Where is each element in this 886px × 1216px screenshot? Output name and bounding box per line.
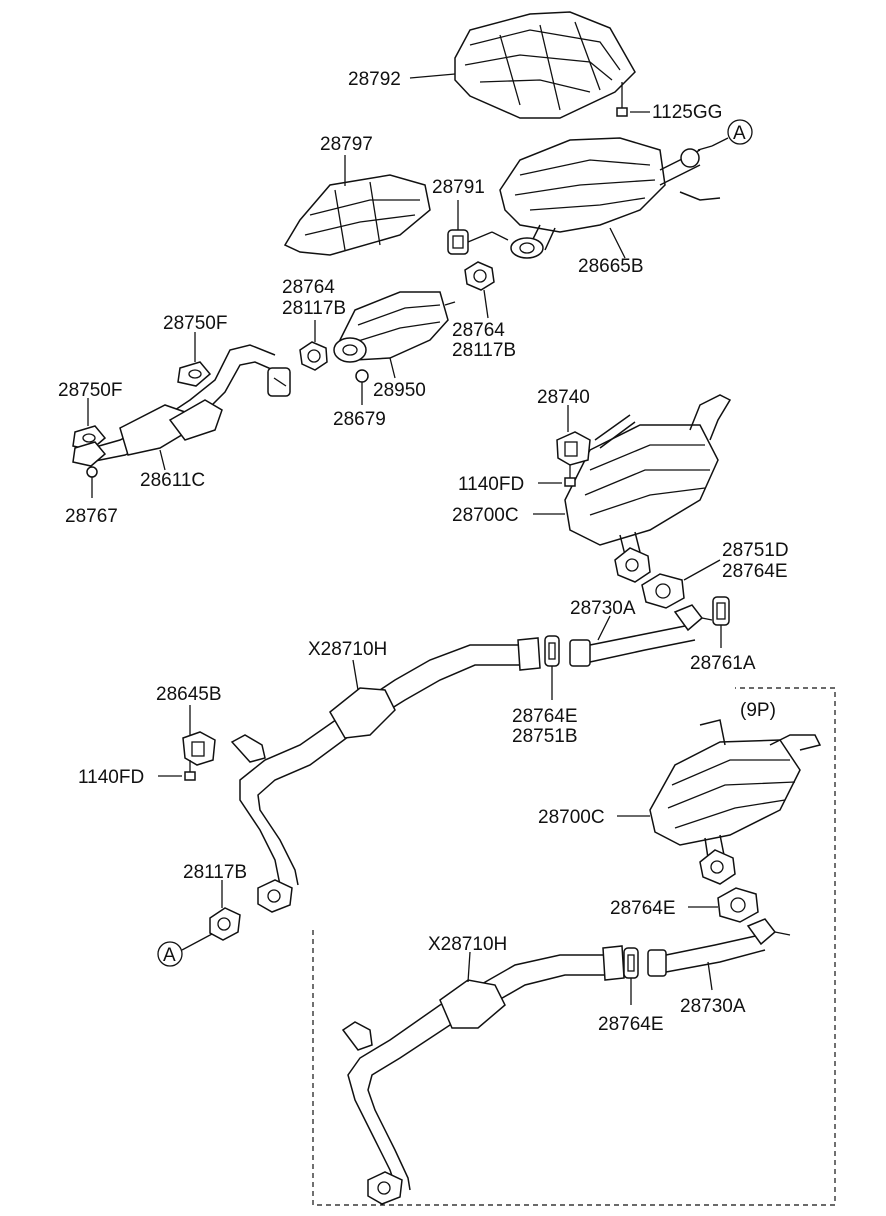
nut-28679 [355,369,369,383]
gasket-28764-right [464,261,495,291]
label-28730a-upper: 28730A [570,598,636,619]
label-28791: 28791 [432,177,485,198]
label-variant-9p: (9P) [740,700,776,721]
leader-28665b [609,227,626,259]
ref-a-bottom-letter: A [163,945,176,966]
label-1140fd-lower: 1140FD [78,767,144,788]
label-28645b: 28645B [156,684,222,705]
leader-28751d [683,559,721,581]
bolt-1140fd-upper [564,465,576,487]
label-28700c-lower: 28700C [538,807,605,828]
label-28117b-left: 28117B [282,298,346,319]
label-1125gg: 1125GG [652,102,722,123]
leader-x28710h-upper [352,659,359,691]
label-28117b-lower: 28117B [183,862,247,883]
leader-28950 [389,357,396,379]
bolt-1125gg [616,82,628,117]
heat-shield-rear [454,11,636,119]
hanger-28761a [712,596,730,626]
gasket-28751d [641,573,685,609]
label-28764e-mid: 28764E [512,706,578,727]
leader-x28710h-lower [467,951,471,983]
gasket-28764e-9p-mid [623,947,639,979]
label-28751d: 28751D [722,540,789,561]
connecting-pipe-9p [647,918,791,977]
label-x28710h-lower: X28710H [428,934,507,955]
label-28611c: 28611C [140,470,205,491]
nut-28767 [86,466,98,478]
center-muffler [499,137,721,259]
label-28750f-left: 28750F [58,380,122,401]
leader-28730a-upper [597,615,611,641]
label-28751b: 28751B [512,726,578,747]
leader-28730a-lower [707,961,713,991]
bolt-1140fd-lower [184,760,196,781]
gasket-28764e-mid [544,635,560,667]
label-1140fd-upper: 1140FD [458,474,524,495]
label-28764e-9p-mid: 28764E [598,1014,664,1035]
label-28792: 28792 [348,69,401,90]
main-pipe-9p [341,945,625,1205]
leader-28611c [159,449,166,471]
label-28764-right: 28764 [452,320,505,341]
gasket-28750f-left [72,425,107,467]
label-28679: 28679 [333,409,386,430]
ref-a-top: A [711,119,753,147]
label-28665b: 28665B [578,256,644,277]
label-28764-left: 28764 [282,277,335,298]
gasket-28764e-9p-right [717,887,759,923]
hanger-bracket-28740 [556,431,591,466]
label-x28710h-upper: X28710H [308,639,387,660]
catalytic-converter [333,291,456,363]
label-28797: 28797 [320,134,373,155]
label-28740: 28740 [537,387,590,408]
front-pipe [84,344,291,463]
leader-28792 [409,73,456,79]
label-28117b-right: 28117B [452,340,516,361]
gasket-28764-left [299,341,328,371]
gasket-28117b-lower [209,907,241,941]
label-28761a: 28761A [690,653,756,674]
label-28767: 28767 [65,506,118,527]
label-28700c-upper: 28700C [452,505,519,526]
variant-9p-boundary [312,687,836,1206]
main-muffler-9p [649,719,822,885]
label-28950: 28950 [373,380,426,401]
main-pipe [230,637,541,913]
hanger-28645b [182,731,216,766]
connecting-pipe [569,604,713,667]
label-28764e-9p-right: 28764E [610,898,676,919]
ref-a-top-letter: A [733,123,746,144]
main-muffler [564,394,732,583]
label-28730a-lower: 28730A [680,996,746,1017]
hanger-28791 [447,229,509,255]
label-28750f-top: 28750F [163,313,227,334]
leader-28764-right [483,289,489,319]
ref-a-bottom: A [157,933,213,967]
label-28764e-upper: 28764E [722,561,788,582]
gasket-28750f-top [177,361,212,387]
heat-shield-front [283,174,431,256]
